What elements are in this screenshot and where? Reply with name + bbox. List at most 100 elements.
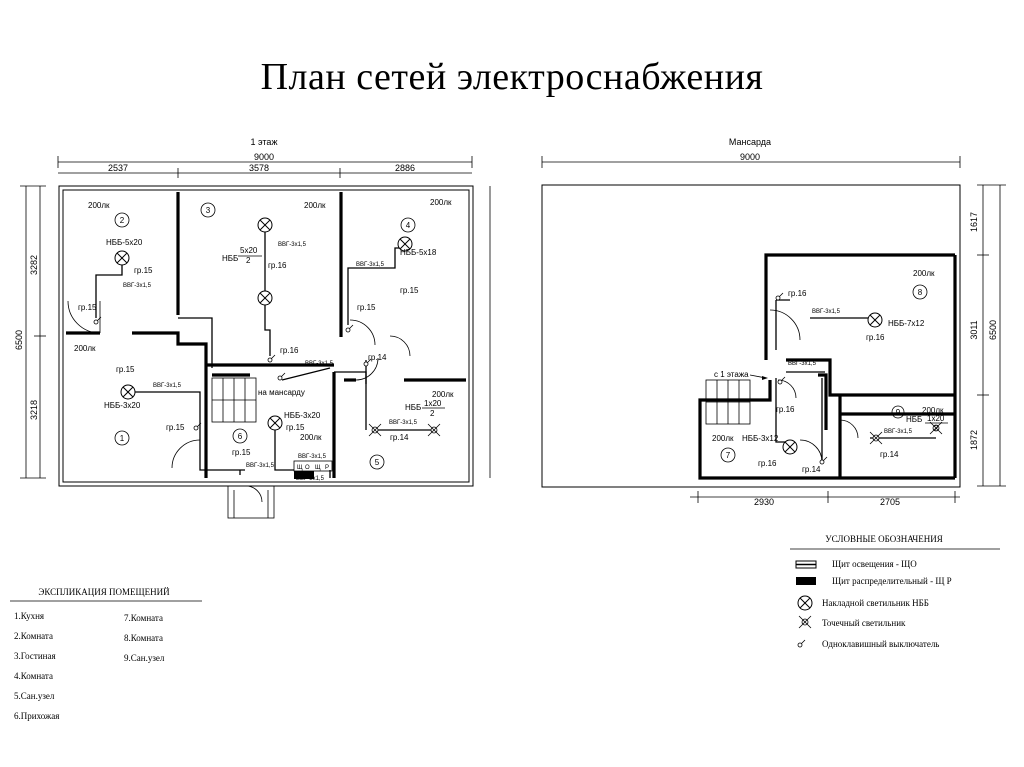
svg-text:гр.15: гр.15 — [134, 266, 153, 275]
svg-text:9: 9 — [896, 408, 901, 417]
svg-text:ВВГ-3х1,5: ВВГ-3х1,5 — [296, 476, 325, 482]
room7-lamp-icon — [782, 439, 798, 455]
ceiling-lamp-icon — [797, 595, 813, 611]
svg-text:гр.14: гр.14 — [880, 450, 899, 459]
svg-text:2: 2 — [430, 409, 435, 418]
floor1-left-dim-1: 3282 — [29, 255, 39, 275]
svg-text:200лк: 200лк — [88, 201, 110, 210]
floor1-panels: Щ О Щ Р — [293, 460, 333, 479]
svg-text:гр.15: гр.15 — [357, 303, 376, 312]
floor1-left-dim-2: 3218 — [29, 400, 39, 420]
legend-title: УСЛОВНЫЕ ОБОЗНАЧЕНИЯ — [825, 534, 942, 544]
svg-text:ВВГ-3х1,5: ВВГ-3х1,5 — [389, 420, 418, 426]
svg-text:гр.15: гр.15 — [166, 423, 185, 432]
svg-text:5: 5 — [375, 458, 380, 467]
room8-switch-icon — [775, 292, 784, 301]
svg-text:гр.14: гр.14 — [390, 433, 409, 442]
legend-item-label: Точечный светильник — [822, 618, 906, 628]
svg-text:Щ: Щ — [297, 465, 303, 471]
svg-text:ВВГ-3х1,5: ВВГ-3х1,5 — [278, 242, 307, 248]
svg-text:ВВГ-3х1,5: ВВГ-3х1,5 — [246, 463, 275, 469]
svg-text:2: 2 — [246, 256, 251, 265]
svg-text:ВВГ-3х1,5: ВВГ-3х1,5 — [812, 309, 841, 315]
svg-text:1: 1 — [120, 434, 125, 443]
svg-text:гр.16: гр.16 — [776, 405, 795, 414]
floor1-segment-1: 2537 — [108, 163, 128, 173]
svg-text:ВВГ-3х1,5: ВВГ-3х1,5 — [298, 454, 327, 460]
room2-lamp-icon — [114, 250, 130, 266]
floor1-room-numbers: 1 2 3 4 5 6 — [114, 202, 416, 470]
room3-lamp-2-icon — [257, 290, 273, 306]
svg-text:ВВГ-3х1,5: ВВГ-3х1,5 — [884, 429, 913, 435]
svg-text:НББ-5х20: НББ-5х20 — [106, 238, 143, 247]
svg-text:1872: 1872 — [969, 430, 979, 450]
floor1-plan: 1 этаж 9000 2537 3578 2886 3282 6500 321… — [14, 137, 491, 519]
svg-text:гр.15: гр.15 — [116, 365, 135, 374]
svg-text:200лк: 200лк — [430, 198, 452, 207]
svg-text:гр.16: гр.16 — [268, 261, 287, 270]
svg-text:гр.16: гр.16 — [866, 333, 885, 342]
floor1-stair-label: на мансарду — [258, 388, 305, 397]
svg-text:НББ: НББ — [222, 254, 238, 263]
attic-room-labels: 200лк НББ-3х12 гр.16 гр.16 гр.14 200лк Н… — [712, 269, 948, 474]
svg-text:200лк: 200лк — [304, 201, 326, 210]
floor1-total-width: 9000 — [254, 152, 274, 162]
explication-item: 7.Комната — [124, 613, 163, 623]
floor1-label: 1 этаж — [251, 137, 278, 147]
legend-item-label: Щит освещения - ЩО — [832, 559, 917, 569]
explication-item: 8.Комната — [124, 633, 163, 643]
attic-stairs — [705, 379, 751, 425]
explication-title: ЭКСПЛИКАЦИЯ ПОМЕЩЕНИЙ — [38, 587, 170, 597]
svg-text:1х20: 1х20 — [424, 399, 442, 408]
distribution-panel-icon — [796, 577, 816, 585]
room4-switch-icon — [345, 324, 354, 333]
svg-text:гр.16: гр.16 — [758, 459, 777, 468]
attic-stair-label: с 1 этажа — [714, 370, 749, 379]
svg-text:НББ: НББ — [405, 403, 421, 412]
explication-item: 4.Комната — [14, 671, 53, 681]
room3-lamp-1-icon — [257, 217, 273, 233]
room6-lamp-icon — [267, 415, 283, 431]
svg-text:2705: 2705 — [880, 497, 900, 507]
explication-item: 5.Сан.узел — [14, 691, 55, 701]
explication-item: 2.Комната — [14, 631, 53, 641]
floor1-segment-2: 3578 — [249, 163, 269, 173]
room7-switch-icon — [777, 376, 786, 385]
svg-text:ВВГ-3х1,5: ВВГ-3х1,5 — [356, 262, 385, 268]
room8-lamp-icon — [867, 312, 883, 328]
floor1-stairs — [211, 377, 257, 423]
explication-item: 6.Прихожая — [14, 711, 59, 721]
explication-item: 1.Кухня — [14, 611, 44, 621]
svg-text:200лк: 200лк — [712, 434, 734, 443]
svg-text:3011: 3011 — [969, 320, 979, 339]
floor1-room-labels: 200лк НББ-3х20 ВВГ-3х1,5 гр.15 гр.15 200… — [74, 198, 454, 482]
svg-text:НББ-3х20: НББ-3х20 — [104, 401, 141, 410]
legend-item-label: Щит распределительный - Щ Р — [832, 576, 952, 586]
floor1-segment-3: 2886 — [395, 163, 415, 173]
svg-text:2: 2 — [120, 216, 125, 225]
svg-text:ВВГ-3х1,5: ВВГ-3х1,5 — [788, 361, 817, 367]
svg-text:НББ-3х12: НББ-3х12 — [742, 434, 779, 443]
svg-text:3: 3 — [206, 206, 211, 215]
svg-text:2930: 2930 — [754, 497, 774, 507]
attic-plan: Мансарда 9000 1617 3011 6500 1872 2930 2… — [541, 137, 1006, 507]
svg-text:НББ: НББ — [906, 415, 922, 424]
explication-table: ЭКСПЛИКАЦИЯ ПОМЕЩЕНИЙ 1.Кухня 2.Комната … — [10, 587, 202, 721]
switch-icon — [797, 639, 806, 648]
page-title: План сетей электроснабжения — [260, 56, 764, 98]
svg-text:ВВГ-3х1,5: ВВГ-3х1,5 — [123, 283, 152, 289]
svg-text:Р: Р — [325, 465, 329, 471]
svg-text:1617: 1617 — [969, 212, 979, 232]
svg-text:200лк: 200лк — [300, 433, 322, 442]
svg-text:2: 2 — [934, 424, 939, 433]
attic-label: Мансарда — [729, 137, 771, 147]
spot-lamp-icon — [798, 615, 812, 629]
legend-item-label: Накладной светильник НББ — [822, 598, 929, 608]
svg-text:200лк: 200лк — [432, 390, 454, 399]
svg-text:НББ-7х12: НББ-7х12 — [888, 319, 925, 328]
room3-switch-icon — [267, 354, 276, 363]
svg-text:НББ-5х18: НББ-5х18 — [400, 248, 437, 257]
svg-text:гр.16: гр.16 — [280, 346, 299, 355]
attic-total-width: 9000 — [740, 152, 760, 162]
explication-item: 9.Сан.узел — [124, 653, 165, 663]
